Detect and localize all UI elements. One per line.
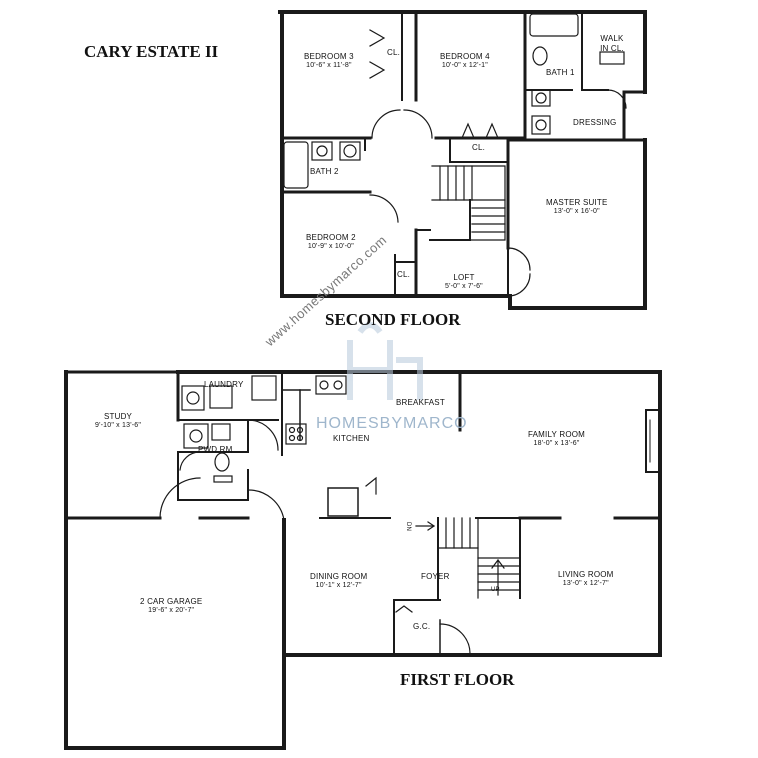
room-dims: 10'-1" x 12'-7" — [315, 582, 362, 589]
room-dims: 18'-0" x 13'-6" — [533, 440, 580, 447]
second-floor-title: SECOND FLOOR — [325, 310, 461, 329]
room-name: 2 CAR GARAGE — [140, 597, 203, 606]
room-name: LIVING ROOM — [558, 570, 614, 579]
room-label-breakfast: BREAKFAST — [396, 398, 445, 407]
room-label-guest-closet: G.C. — [413, 622, 430, 631]
room-name: CL. — [387, 48, 401, 57]
room-name: BATH 2 — [310, 167, 339, 176]
room-name: BEDROOM 4 — [440, 52, 490, 61]
room-label-dressing: DRESSING — [573, 118, 616, 127]
room-label-living-room: LIVING ROOM 13'-0" x 12'-7" — [558, 570, 614, 588]
room-dims: 19'-6" x 20'-7" — [148, 607, 195, 614]
room-label-closet-hall: CL. — [472, 143, 485, 152]
watermark-logo-icon — [347, 322, 423, 400]
room-name: WALK IN CL. — [600, 34, 624, 53]
room-label-kitchen: KITCHEN — [333, 434, 370, 443]
stair-down-label: DN — [405, 521, 412, 532]
room-label-closet-bed2: CL. — [397, 270, 410, 279]
first-floor-fixtures — [181, 375, 347, 483]
room-name: BEDROOM 2 — [306, 233, 356, 242]
room-name: CL. — [397, 270, 411, 279]
room-name: CL. — [472, 143, 486, 152]
room-name: STUDY — [103, 412, 133, 421]
room-label-garage: 2 CAR GARAGE 19'-6" x 20'-7" — [140, 597, 202, 615]
room-label-pwd-rm: PWD RM — [198, 445, 233, 454]
room-label-foyer: FOYER — [421, 572, 450, 581]
watermark-brand: HOMESBYMARCO — [316, 415, 468, 432]
room-name: BEDROOM 3 — [304, 52, 354, 61]
room-name: BATH 1 — [546, 68, 575, 77]
room-label-study: STUDY 9'-10" x 13'-6" — [95, 412, 141, 430]
second-floor-fixtures — [283, 13, 625, 189]
room-label-dining-room: DINING ROOM 10'-1" x 12'-7" — [310, 572, 367, 590]
room-label-walk-in-closet: WALK IN CL. — [598, 34, 626, 54]
room-label-family-room: FAMILY ROOM 18'-0" x 13'-6" — [528, 430, 585, 448]
first-floor-title: FIRST FLOOR — [400, 670, 515, 689]
room-name: PWD RM — [198, 445, 233, 454]
room-dims: 10'-0" x 12'-1" — [441, 62, 488, 69]
room-label-loft: LOFT 5'-0" x 7'-6" — [445, 273, 483, 291]
room-name: KITCHEN — [333, 434, 370, 443]
room-name: MASTER SUITE — [546, 198, 608, 207]
room-dims: 5'-0" x 7'-6" — [445, 283, 483, 290]
room-name: LOFT — [453, 273, 475, 282]
stair-up-label: UP — [491, 587, 500, 593]
first-floor-stair — [365, 476, 521, 599]
room-label-bedroom-4: BEDROOM 4 10'-0" x 12'-1" — [440, 52, 490, 70]
room-label-bedroom-3: BEDROOM 3 10'-6" x 11'-8" — [304, 52, 354, 70]
room-name: DINING ROOM — [310, 572, 368, 581]
room-label-closet-bed3: CL. — [387, 48, 400, 57]
plan-title: CARY ESTATE II — [84, 42, 219, 61]
room-label-bath-2: BATH 2 — [310, 167, 339, 176]
room-name: DRESSING — [573, 118, 617, 127]
room-dims: 10'-9" x 10'-0" — [307, 243, 354, 250]
room-dims: 10'-6" x 11'-8" — [306, 62, 352, 69]
room-dims: 13'-0" x 12'-7" — [562, 580, 609, 587]
room-label-bedroom-2: BEDROOM 2 10'-9" x 10'-0" — [306, 233, 356, 251]
room-name: FOYER — [421, 572, 450, 581]
first-floor-doors — [159, 419, 471, 656]
second-floor-doors — [369, 29, 627, 297]
room-name: FAMILY ROOM — [528, 430, 586, 439]
room-dims: 13'-0" x 16'-0" — [553, 208, 600, 215]
room-name: LAUNDRY — [204, 380, 244, 389]
room-name: BREAKFAST — [396, 398, 445, 407]
room-label-master-suite: MASTER SUITE 13'-0" x 16'-0" — [546, 198, 608, 216]
second-floor-walls — [278, 10, 647, 310]
room-name: G.C. — [413, 622, 431, 631]
room-label-bath-1: BATH 1 — [546, 68, 575, 77]
second-floor-stair — [431, 165, 506, 241]
room-dims: 9'-10" x 13'-6" — [95, 422, 142, 429]
room-label-laundry: LAUNDRY — [204, 380, 244, 389]
